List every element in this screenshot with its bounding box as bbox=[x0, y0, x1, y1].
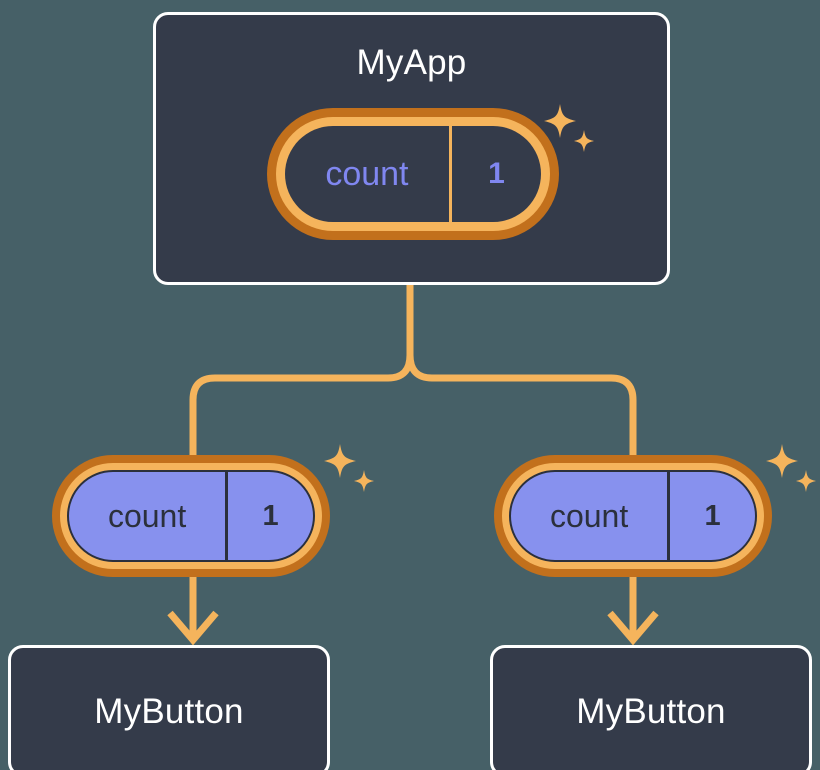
branch-connector bbox=[189, 283, 637, 462]
component-box-mybutton-left[interactable]: MyButton bbox=[8, 645, 330, 770]
state-pill-body: count 1 bbox=[285, 126, 541, 222]
component-title: MyButton bbox=[576, 691, 726, 731]
state-pill-button-right[interactable]: count 1 bbox=[494, 455, 772, 577]
component-box-mybutton-right[interactable]: MyButton bbox=[490, 645, 812, 770]
component-title: MyButton bbox=[94, 691, 244, 731]
sparkles-icon bbox=[324, 444, 374, 492]
state-value-label: 1 bbox=[225, 472, 313, 560]
state-pill-ring: count 1 bbox=[60, 463, 322, 569]
state-pill-button-left[interactable]: count 1 bbox=[52, 455, 330, 577]
state-pill-app[interactable]: count 1 bbox=[267, 108, 559, 240]
state-key-label: count bbox=[107, 497, 187, 534]
sparkles-icon bbox=[766, 444, 816, 492]
state-pill-ring: count 1 bbox=[502, 463, 764, 569]
state-key-label: count bbox=[549, 497, 629, 534]
page-title: MyApp bbox=[356, 43, 467, 82]
arrow-down-icon bbox=[167, 572, 219, 646]
arrow-down-icon bbox=[607, 572, 659, 646]
state-key-label: count bbox=[325, 154, 409, 193]
state-pill-body: count 1 bbox=[509, 470, 757, 562]
state-value-label: 1 bbox=[667, 472, 755, 560]
state-pill-ring: count 1 bbox=[276, 117, 550, 231]
state-pill-body: count 1 bbox=[67, 470, 315, 562]
state-value-label: 1 bbox=[448, 126, 541, 222]
